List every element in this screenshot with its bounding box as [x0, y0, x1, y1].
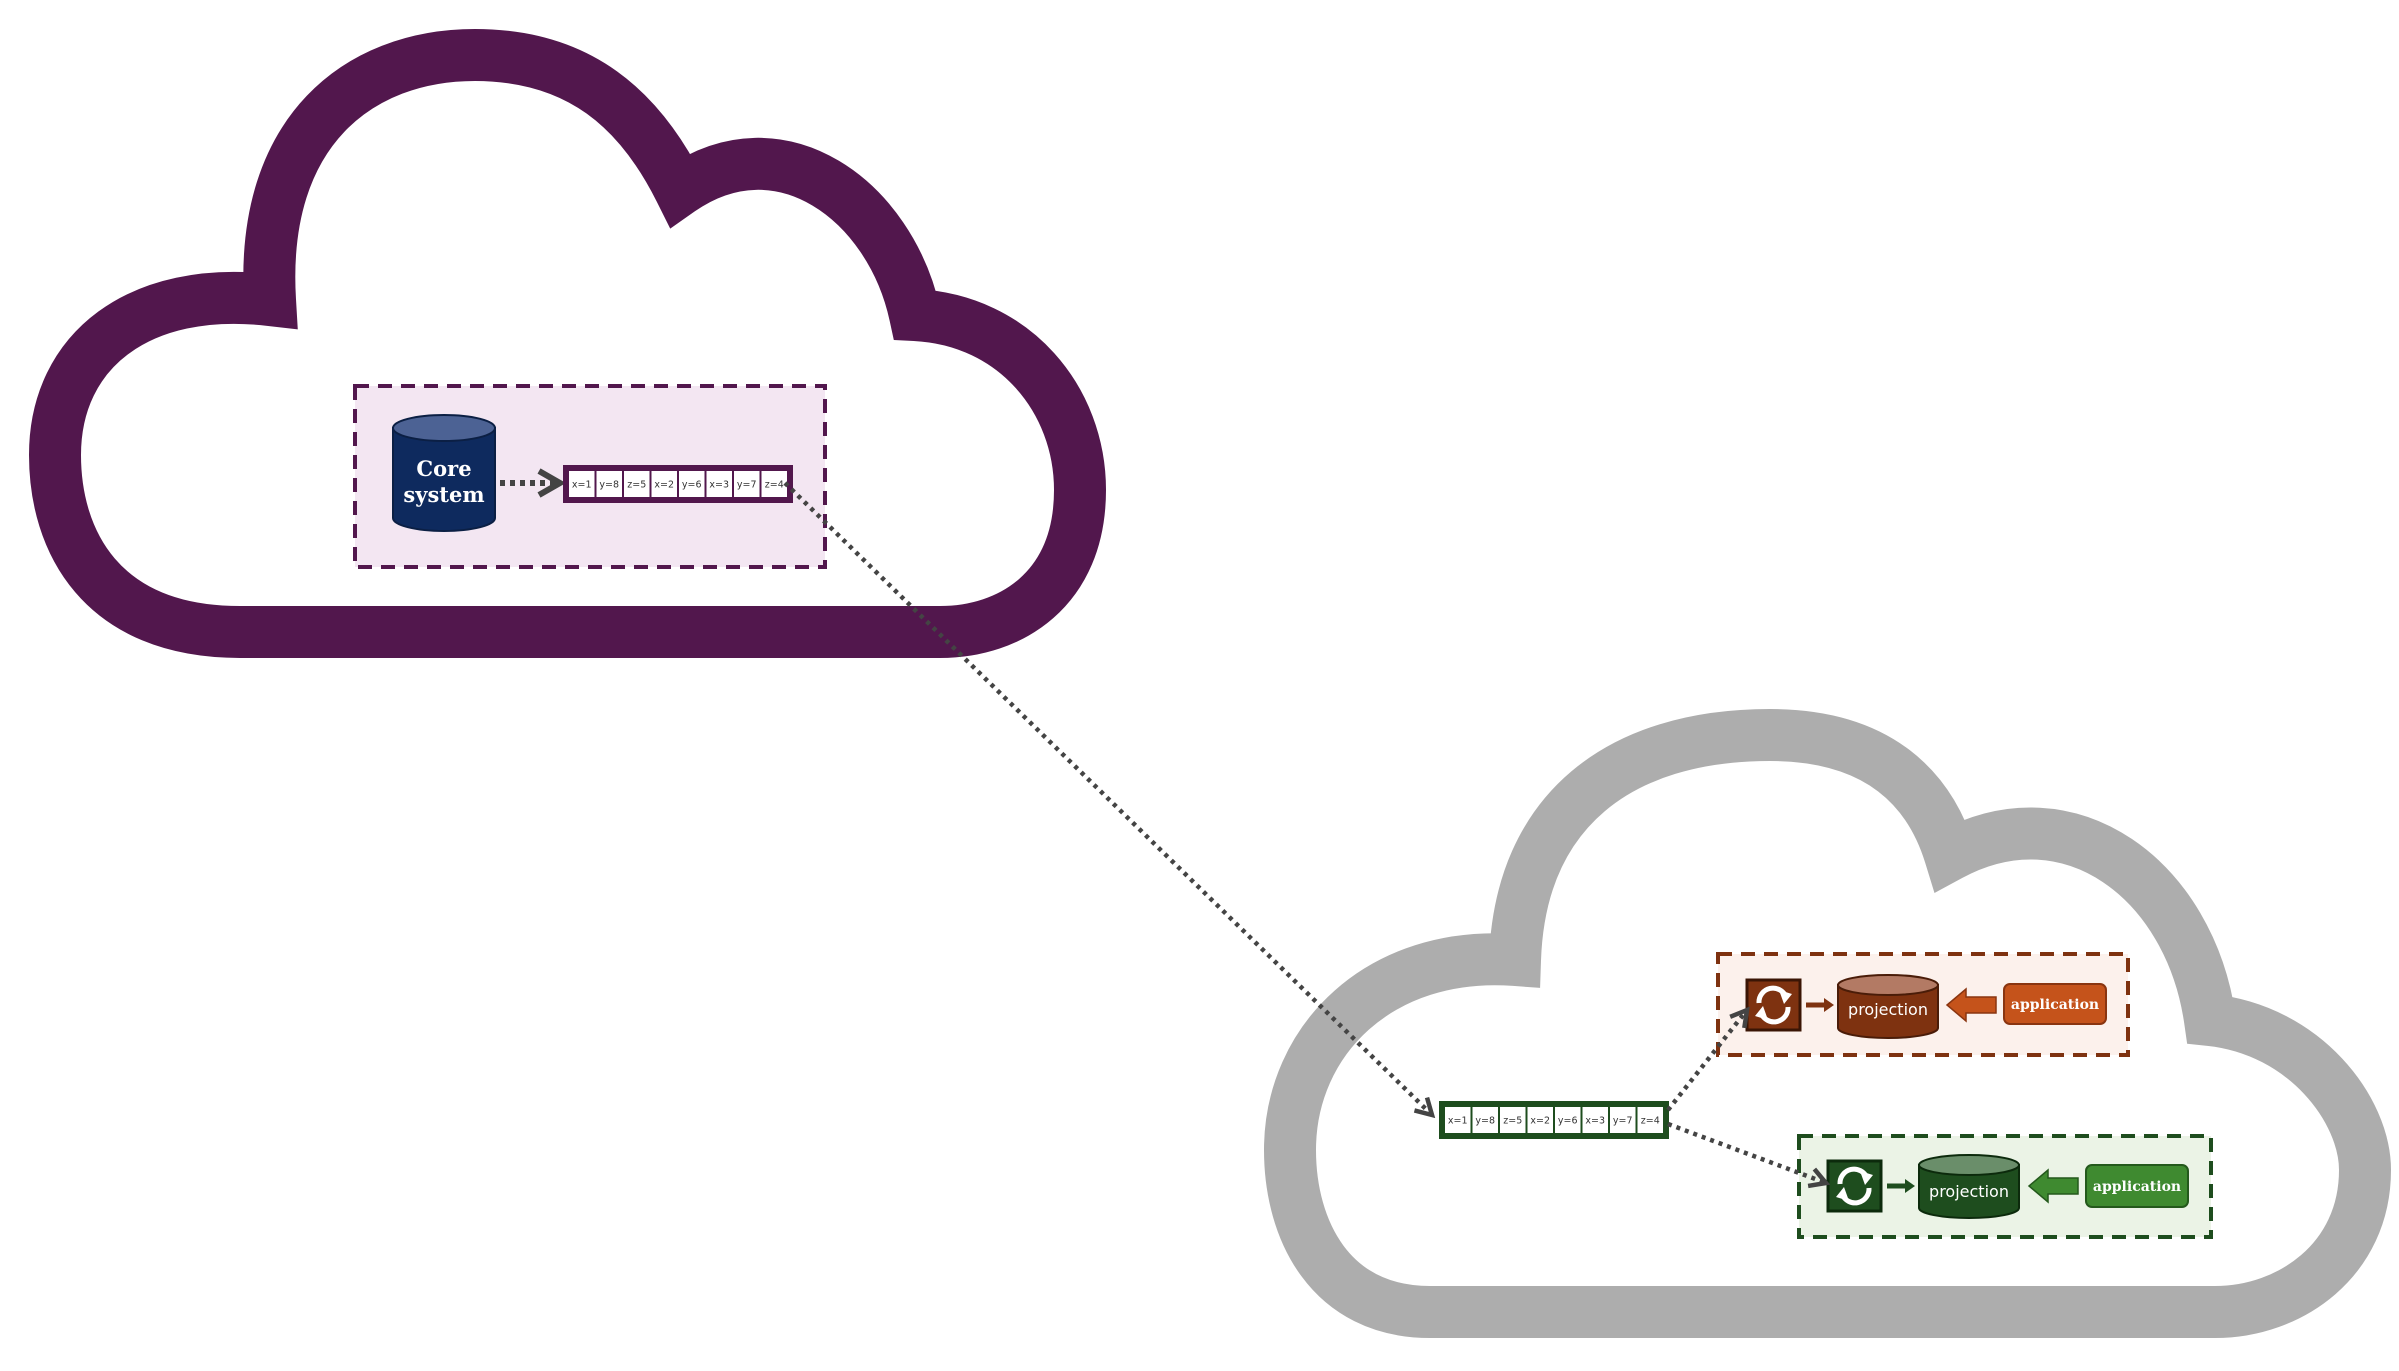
event-log-entry: y=7 — [737, 480, 757, 491]
event-log-cell — [1635, 1105, 1665, 1135]
event-log-cell — [594, 469, 624, 499]
consumer-orange: projection application — [1716, 952, 2130, 1057]
log-to-orange-sync-arrow — [1666, 1006, 1750, 1112]
application-box — [2085, 1164, 2189, 1208]
event-log-entry: y=8 — [599, 480, 619, 491]
event-log-entry: y=6 — [1558, 1116, 1578, 1127]
core-system-label-line1: Core — [416, 456, 471, 481]
log-to-green-sync-arrow — [1667, 1121, 1831, 1189]
event-log-entry: y=7 — [1613, 1116, 1633, 1127]
target-event-log: x=1 y=8 z=5 x=2 y=6 x=3 y=7 z=4 — [1439, 1101, 1669, 1139]
event-log-cell — [1498, 1105, 1528, 1135]
event-log-entry: z=4 — [765, 480, 784, 491]
application-label: application — [2093, 1179, 2181, 1195]
application-to-projection-arrow — [2027, 1168, 2079, 1204]
event-log-entry: x=2 — [654, 480, 674, 491]
event-log-cell — [1580, 1105, 1610, 1135]
projection-label: projection — [1848, 1000, 1928, 1019]
event-log-entry: x=1 — [1448, 1116, 1468, 1127]
event-log-cell — [1443, 1105, 1473, 1135]
event-log-entry: x=1 — [572, 480, 592, 491]
core-system-database: Core system — [392, 414, 496, 532]
application-box — [2003, 983, 2107, 1025]
event-log-cell — [649, 469, 679, 499]
projection-label: projection — [1929, 1182, 2009, 1201]
core-system-label-line2: system — [403, 482, 484, 507]
consumer-green: projection application — [1797, 1134, 2213, 1239]
event-log-entry: y=6 — [682, 480, 702, 491]
projection-database: projection — [1918, 1154, 2020, 1219]
application-label: application — [2011, 997, 2099, 1013]
event-log-entry: z=5 — [1503, 1116, 1522, 1127]
replication-link — [783, 481, 1436, 1119]
sync-icon — [1826, 1159, 1883, 1213]
sync-icon — [1745, 978, 1802, 1032]
projection-database: projection — [1837, 974, 1939, 1039]
event-log-cell — [704, 469, 734, 499]
event-log-cell — [732, 469, 762, 499]
event-log-cell — [759, 469, 789, 499]
event-log-entry: x=2 — [1530, 1116, 1550, 1127]
event-log-cell — [1470, 1105, 1500, 1135]
event-log-entry: x=3 — [709, 480, 729, 491]
event-log-entry: z=5 — [627, 480, 646, 491]
application-to-projection-arrow — [1945, 987, 1997, 1023]
event-log-entry: x=3 — [1585, 1116, 1605, 1127]
event-log-cell — [622, 469, 652, 499]
event-log-entry: z=4 — [1641, 1116, 1660, 1127]
event-log-entry: y=8 — [1475, 1116, 1495, 1127]
source-event-log: x=1 y=8 z=5 x=2 y=6 x=3 y=7 z=4 — [563, 465, 793, 503]
